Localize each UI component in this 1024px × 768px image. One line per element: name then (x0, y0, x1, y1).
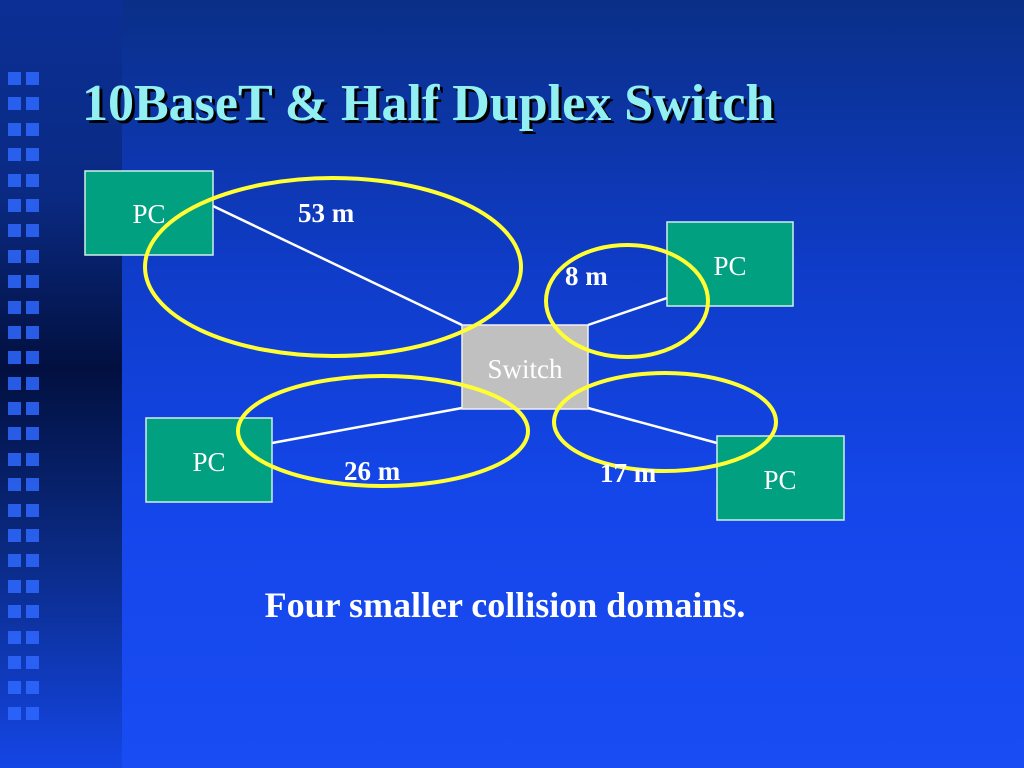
decorative-square (26, 503, 39, 517)
decorative-square (8, 706, 21, 720)
decorative-square (26, 706, 39, 720)
decorative-square (8, 198, 21, 212)
distance-label-bottom-right: 17 m (600, 458, 657, 488)
decorative-square (8, 376, 21, 390)
decorative-square (26, 249, 39, 263)
decorative-square (26, 72, 39, 85)
pc-label: PC (763, 465, 796, 495)
decorative-square (26, 376, 39, 390)
decorative-square (26, 681, 39, 695)
link-top-left (212, 204, 463, 327)
decorative-square (8, 351, 21, 365)
decorative-square (26, 478, 39, 492)
slide-caption: Four smaller collision domains. (264, 585, 746, 625)
pc-label: PC (132, 199, 165, 229)
link-top-right (587, 296, 668, 327)
collision-domain-bottom-left (236, 374, 530, 488)
collision-domain-bottom-right (552, 371, 778, 473)
decorative-square (26, 97, 39, 111)
decorative-square (8, 655, 21, 669)
collision-domain-top-right (544, 243, 710, 359)
decorative-square (8, 275, 21, 289)
switch-label: Switch (487, 354, 563, 384)
decorative-square-column-left (8, 72, 21, 732)
decorative-square (8, 97, 21, 111)
decorative-square (8, 529, 21, 543)
decorative-square (26, 579, 39, 593)
decorative-square (26, 325, 39, 339)
collision-domain-top-left (143, 176, 523, 358)
decorative-square (26, 173, 39, 187)
link-bottom-left (271, 406, 463, 445)
decorative-square (26, 427, 39, 441)
decorative-square (26, 275, 39, 289)
decorative-square (26, 198, 39, 212)
distance-label-top-right: 8 m (565, 261, 608, 291)
decorative-square (26, 122, 39, 136)
decorative-square (8, 72, 21, 85)
decorative-square (8, 300, 21, 314)
decorative-square-column-right (26, 72, 39, 732)
decorative-square (8, 478, 21, 492)
decorative-square (26, 529, 39, 543)
decorative-square (26, 655, 39, 669)
distance-label-bottom-left: 26 m (344, 456, 401, 486)
decorative-square (8, 148, 21, 162)
decorative-square (8, 503, 21, 517)
decorative-square (26, 630, 39, 644)
decorative-square (8, 681, 21, 695)
decorative-square (26, 554, 39, 568)
decorative-square (8, 605, 21, 619)
decorative-square (26, 224, 39, 238)
decorative-square (26, 605, 39, 619)
decorative-square (26, 300, 39, 314)
pc-top-left: PC (84, 170, 214, 256)
decorative-square (8, 402, 21, 416)
decorative-square (8, 554, 21, 568)
left-decorative-band (0, 0, 122, 768)
decorative-square (8, 325, 21, 339)
slide-title: 10BaseT & Half Duplex Switch (82, 75, 775, 132)
decorative-square (8, 249, 21, 263)
pc-bottom-left: PC (145, 417, 273, 503)
link-bottom-right (587, 406, 718, 445)
decorative-square (8, 579, 21, 593)
decorative-square (26, 452, 39, 466)
decorative-square (8, 173, 21, 187)
decorative-square (26, 402, 39, 416)
decorative-square (8, 630, 21, 644)
pc-label: PC (192, 447, 225, 477)
distance-label-top-left: 53 m (298, 198, 355, 228)
decorative-square (8, 224, 21, 238)
pc-label: PC (713, 251, 746, 281)
decorative-square (8, 427, 21, 441)
decorative-square (8, 452, 21, 466)
pc-bottom-right: PC (716, 435, 845, 521)
decorative-square (26, 351, 39, 365)
decorative-square (26, 148, 39, 162)
decorative-square (8, 122, 21, 136)
